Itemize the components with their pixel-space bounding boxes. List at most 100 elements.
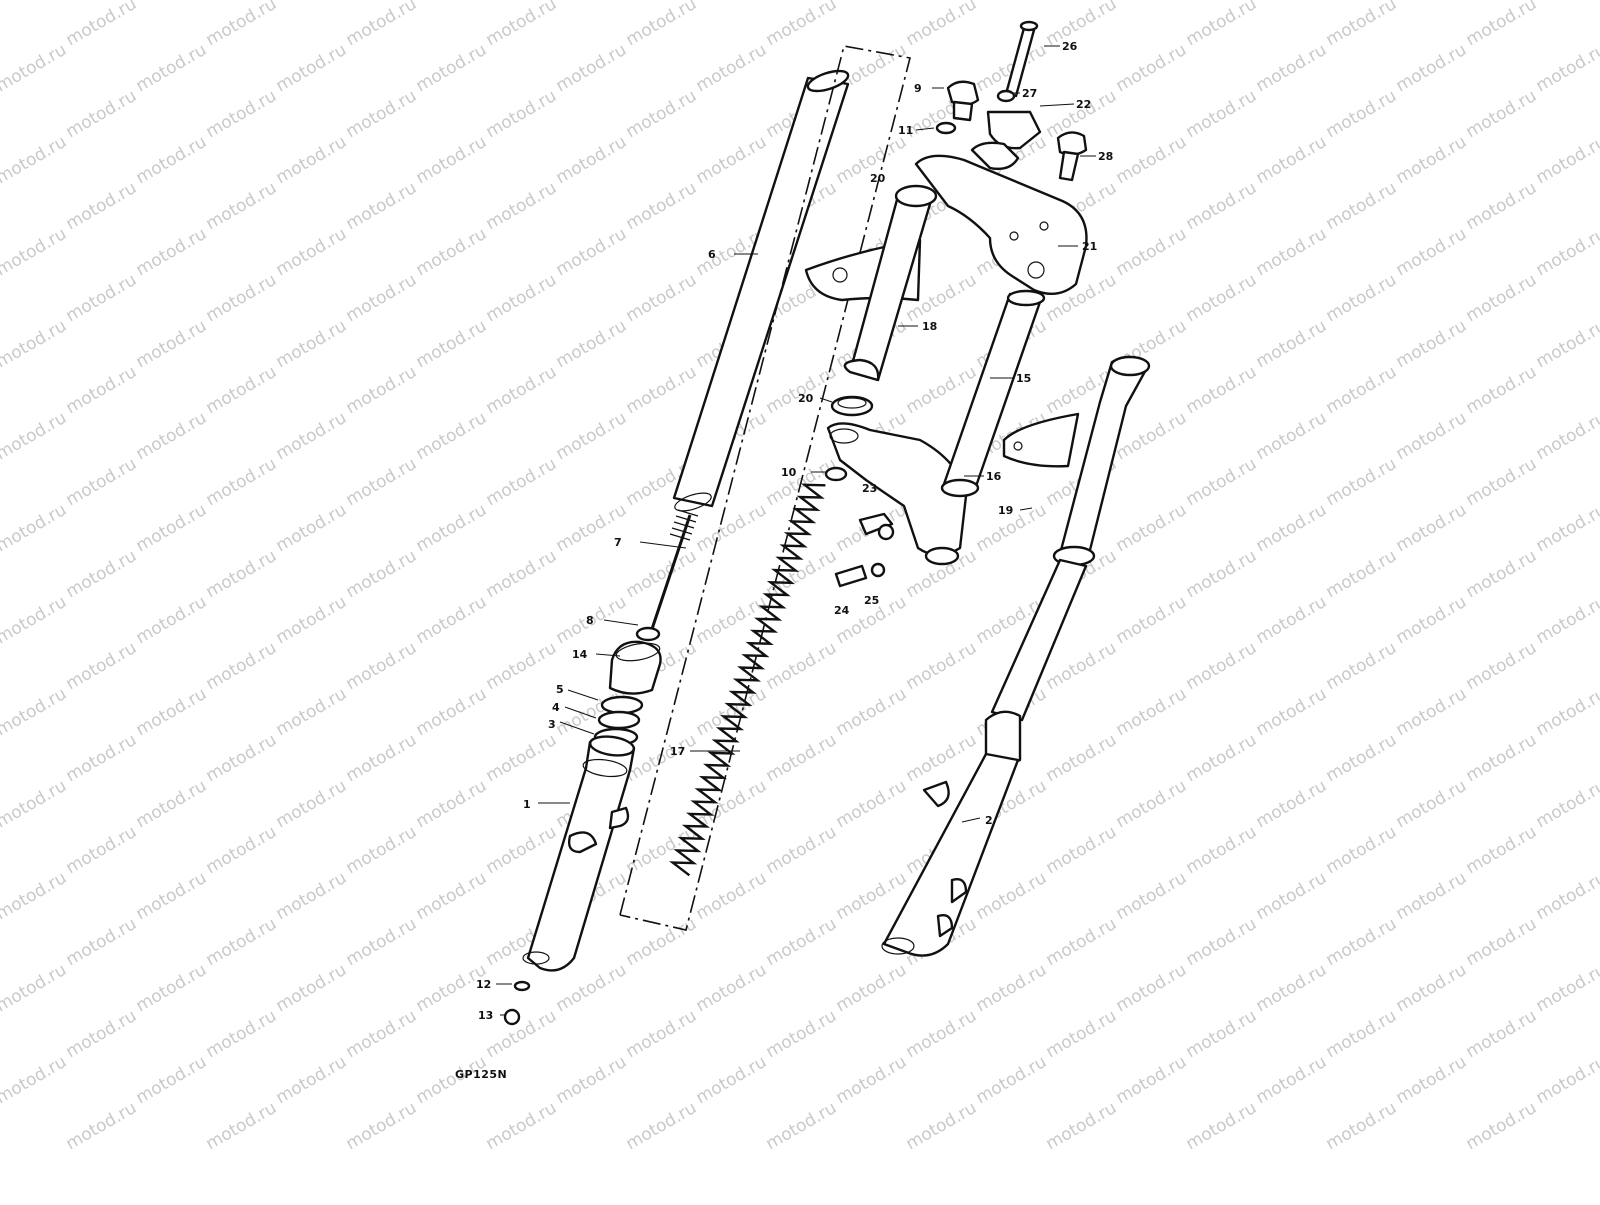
fork-outer-tube-left [523, 734, 635, 970]
watermark-text: motod.ru [1323, 1098, 1401, 1154]
watermark-text: motod.ru [273, 500, 351, 556]
watermark-text: motod.ru [343, 270, 421, 326]
watermark-text: motod.ru [63, 914, 141, 970]
watermark-text: motod.ru [413, 868, 491, 924]
watermark-text: motod.ru [483, 638, 561, 694]
watermark-text: motod.ru [273, 224, 351, 280]
watermark-text: motod.ru [1183, 914, 1261, 970]
watermark-text: motod.ru [1113, 500, 1191, 556]
callout-12: 12 [476, 978, 491, 991]
watermark-text: motod.ru [1323, 546, 1401, 602]
watermark-text: motod.ru [1463, 1098, 1541, 1154]
fork-outer-tube-right [882, 560, 1086, 956]
watermark-text: motod.ru [1253, 224, 1331, 280]
watermark-text: motod.ru [763, 1098, 841, 1154]
watermark-text: motod.ru [1253, 868, 1331, 924]
watermark-text: motod.ru [483, 454, 561, 510]
watermark-text: motod.ru [1393, 868, 1471, 924]
callout-24: 24 [834, 604, 850, 617]
callout-21: 21 [1082, 240, 1097, 253]
watermark-text: motod.ru [413, 408, 491, 464]
rod-tip [637, 628, 659, 640]
watermark-text: motod.ru [1253, 132, 1331, 188]
watermark-text: motod.ru [693, 1052, 771, 1108]
watermark-text: motod.ru [1113, 684, 1191, 740]
watermark-text: motod.ru [1183, 454, 1261, 510]
watermark-text: motod.ru [553, 224, 631, 280]
watermark-text: motod.ru [203, 362, 281, 418]
watermark-text: motod.ru [903, 1098, 981, 1154]
watermark-text: motod.ru [343, 638, 421, 694]
watermark-text: motod.ru [1253, 40, 1331, 96]
watermark-text: motod.ru [1463, 86, 1541, 142]
watermark-text: motod.ru [0, 684, 70, 740]
watermark-text: motod.ru [133, 0, 211, 4]
watermark-text: motod.ru [623, 0, 701, 50]
watermark-text: motod.ru [63, 454, 141, 510]
watermark-text: motod.ru [1393, 316, 1471, 372]
steering-race [832, 397, 872, 415]
watermark-text: motod.ru [1183, 362, 1261, 418]
watermark-text: motod.ru [1323, 454, 1401, 510]
watermark-text: motod.ru [833, 684, 911, 740]
watermark-text: motod.ru [133, 132, 211, 188]
watermark-text: motod.ru [693, 40, 771, 96]
watermark-text: motod.ru [1393, 132, 1471, 188]
watermark-text: motod.ru [1533, 408, 1600, 464]
watermark-text: motod.ru [763, 638, 841, 694]
watermark-text: motod.ru [0, 960, 70, 1016]
watermark-text: motod.ru [903, 0, 981, 50]
watermark-text: motod.ru [203, 0, 281, 50]
watermark-text: motod.ru [413, 684, 491, 740]
watermark-text: motod.ru [1113, 960, 1191, 1016]
watermark-text: motod.ru [1463, 914, 1541, 970]
watermark-text: motod.ru [1253, 408, 1331, 464]
watermark-text: motod.ru [1533, 0, 1600, 4]
watermark-text: motod.ru [1183, 178, 1261, 234]
watermark-text: motod.ru [1393, 684, 1471, 740]
watermark-text: motod.ru [1393, 40, 1471, 96]
watermark-text: motod.ru [1043, 1098, 1121, 1154]
callout-22: 22 [1076, 98, 1091, 111]
watermark-text: motod.ru [483, 86, 561, 142]
watermark-text: motod.ru [273, 960, 351, 1016]
watermark-text: motod.ru [63, 1098, 141, 1154]
watermark-text: motod.ru [1183, 730, 1261, 786]
watermark-text: motod.ru [343, 0, 421, 50]
callout-27: 27 [1022, 87, 1037, 100]
watermark-text: motod.ru [1323, 638, 1401, 694]
drain-gasket-screw [505, 982, 529, 1024]
watermark-text: motod.ru [343, 730, 421, 786]
watermark-text: motod.ru [343, 822, 421, 878]
watermark-text: motod.ru [833, 776, 911, 832]
watermark-text: motod.ru [973, 868, 1051, 924]
callout-19: 19 [998, 504, 1013, 517]
watermark-text: motod.ru [1323, 730, 1401, 786]
watermark-text: motod.ru [1113, 1052, 1191, 1108]
watermark-text: motod.ru [763, 1006, 841, 1062]
watermark-text: motod.ru [1533, 776, 1600, 832]
watermark-text: motod.ru [1533, 592, 1600, 648]
callout-5: 5 [556, 683, 564, 696]
watermark-text: motod.ru [1393, 960, 1471, 1016]
watermark-text: motod.ru [1183, 1006, 1261, 1062]
watermark-text: motod.ru [693, 960, 771, 1016]
watermark-text: motod.ru [0, 0, 70, 4]
watermark-text: motod.ru [1463, 822, 1541, 878]
watermark-text: motod.ru [1323, 1006, 1401, 1062]
callout-9: 9 [914, 82, 922, 95]
watermark-text: motod.ru [133, 408, 211, 464]
watermark-text: motod.ru [343, 546, 421, 602]
watermark-text: motod.ru [0, 408, 70, 464]
watermark-text: motod.ru [1043, 822, 1121, 878]
watermark-text: motod.ru [1043, 914, 1121, 970]
watermark-text: motod.ru [203, 730, 281, 786]
watermark-text: motod.ru [483, 1098, 561, 1154]
watermark-text: motod.ru [1533, 500, 1600, 556]
watermark-text: motod.ru [133, 500, 211, 556]
watermark-text: motod.ru [1393, 1052, 1471, 1108]
watermark-text: motod.ru [0, 776, 70, 832]
callout-14: 14 [572, 648, 588, 661]
watermark-text: motod.ru [553, 40, 631, 96]
callout-20-upper: 20 [870, 172, 886, 185]
